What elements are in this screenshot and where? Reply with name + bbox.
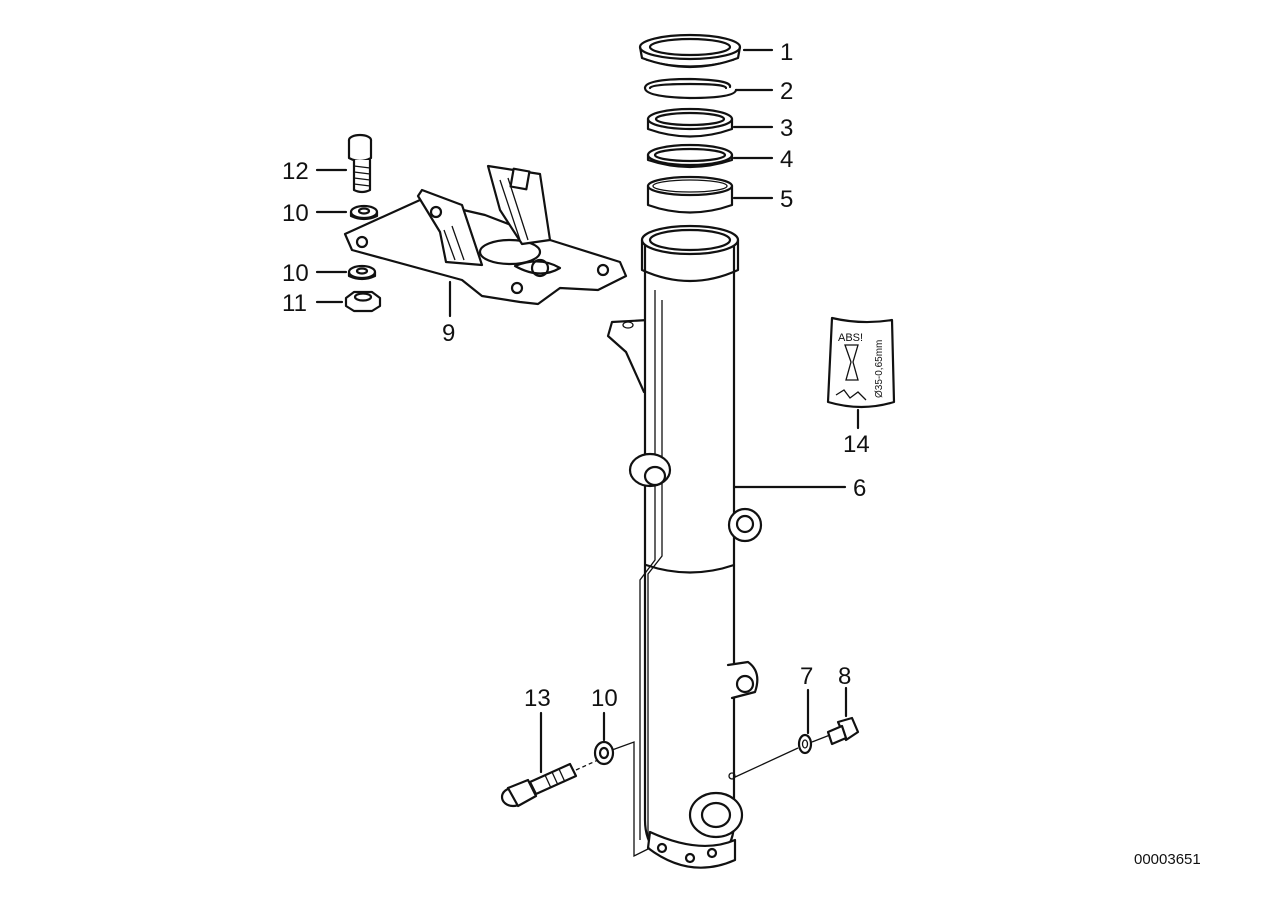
part-dust-seal	[638, 33, 742, 69]
callout-7: 7	[800, 663, 813, 690]
callout-2: 2	[780, 78, 793, 105]
callout-8: 8	[838, 663, 851, 690]
callout-6: 6	[853, 475, 866, 502]
part-bolt-13	[500, 762, 578, 808]
callout-3: 3	[780, 115, 793, 142]
part-washer-10-top	[349, 204, 379, 221]
part-nut-11	[344, 290, 382, 313]
part-seal-ring	[646, 107, 734, 138]
part-abs-label: ABS! Ø35-0,65mm	[826, 316, 896, 409]
callout-10-bottom: 10	[591, 685, 618, 712]
part-screw-8	[826, 716, 860, 746]
part-washer-10-mid	[347, 264, 377, 281]
part-bushing	[646, 175, 734, 214]
callout-12: 12	[282, 158, 309, 185]
part-retaining-ring	[643, 77, 738, 100]
callout-1: 1	[780, 39, 793, 66]
part-bolt-12	[347, 133, 373, 194]
abs-sticker-spec: Ø35-0,65mm	[874, 340, 885, 398]
callout-4: 4	[780, 146, 793, 173]
callout-13: 13	[524, 685, 551, 712]
leader-lines	[315, 48, 860, 858]
part-seal-washer-7	[797, 733, 813, 755]
callout-10-mid: 10	[282, 260, 309, 287]
callout-10-top: 10	[282, 200, 309, 227]
callout-11: 11	[282, 290, 307, 317]
reference-number: 00003651	[1134, 851, 1201, 868]
part-washer-10-bottom	[593, 740, 615, 766]
abs-sticker-text: ABS!	[838, 332, 863, 344]
part-fork-slider	[606, 224, 763, 869]
callout-9: 9	[442, 320, 455, 347]
callouts: 1 2 3 4 5 6 14 12 10 10 11 9 13 10 7 8	[282, 39, 870, 712]
part-bracket-plate	[343, 164, 628, 306]
callout-14: 14	[843, 431, 870, 458]
part-washer-ring	[646, 143, 734, 169]
callout-5: 5	[780, 186, 793, 213]
